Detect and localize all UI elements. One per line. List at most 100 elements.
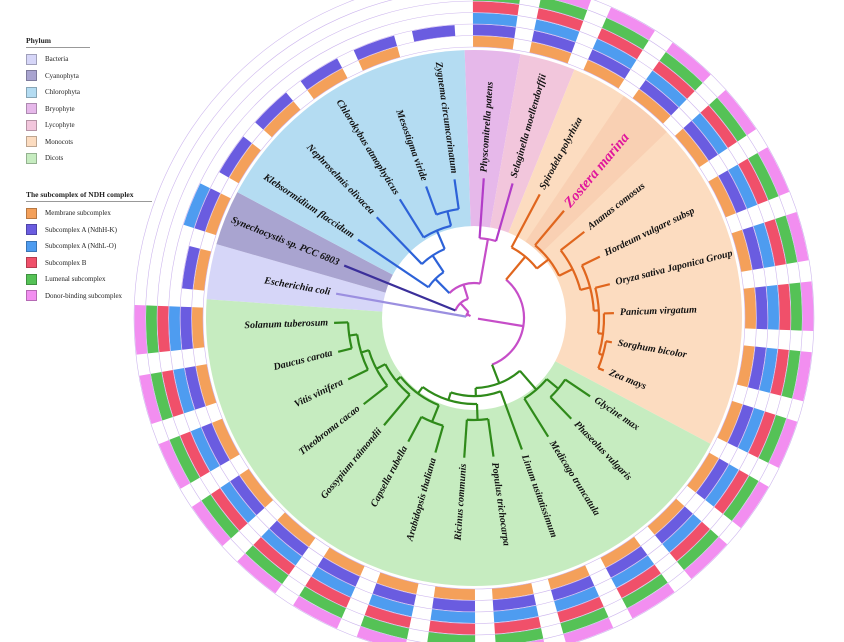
subcomplex-block [192, 307, 205, 349]
legend-item: Bacteria [26, 51, 90, 68]
subcomplex-block [229, 143, 262, 184]
subcomplex-block [196, 364, 217, 407]
subcomplex-block [684, 536, 728, 579]
subcomplex-block [255, 92, 294, 130]
legend-label: Dicots [45, 154, 64, 163]
subcomplex-block [162, 369, 184, 417]
subcomplex-block [600, 536, 641, 568]
subcomplex-block [311, 566, 356, 598]
branch-line [597, 367, 605, 372]
subcomplex-block [360, 615, 410, 640]
branch-line [425, 186, 438, 216]
legend-swatch [26, 240, 37, 252]
subcomplex-block [201, 494, 240, 539]
subcomplex-block [529, 41, 572, 64]
subcomplex-block [717, 89, 757, 136]
subcomplex-block [536, 8, 584, 32]
subcomplex-block [662, 513, 702, 553]
legend-item: Lumenal subcomplex [26, 271, 152, 288]
subcomplex-block [158, 439, 191, 489]
subcomplex-block [753, 222, 775, 268]
legend-swatch [26, 207, 37, 219]
subcomplex-block [717, 400, 743, 443]
subcomplex-block [305, 576, 351, 608]
subcomplex-block [627, 583, 675, 619]
legend-swatch [26, 290, 37, 302]
subcomplex-block [427, 631, 476, 642]
ring-guide [179, 23, 769, 613]
legend-item: Lycophyte [26, 117, 90, 134]
subcomplex-block [146, 305, 159, 354]
branch-line [417, 386, 424, 395]
subcomplex-block [261, 528, 303, 566]
subcomplex-block [732, 481, 769, 528]
branch-line [558, 268, 574, 277]
subcomplex-block [557, 596, 604, 623]
subcomplex-block [253, 537, 296, 575]
tree-branches [334, 178, 614, 458]
subcomplex-block [277, 512, 316, 547]
branch-arc [580, 264, 595, 311]
subcomplex-block [666, 42, 711, 83]
subcomplex-block [743, 287, 756, 329]
subcomplex-block [583, 59, 625, 89]
subcomplex-block [531, 30, 576, 53]
branch-line [347, 368, 369, 381]
subcomplex-block [748, 411, 776, 458]
subcomplex-block [714, 469, 749, 514]
subcomplex-block [368, 593, 414, 617]
subcomplex-block [293, 595, 342, 629]
legend-item: Membrane subcomplex [26, 205, 152, 222]
legend-item: Subcomplex A (NdhH-K) [26, 222, 152, 239]
subcomplex-block [538, 0, 588, 21]
subcomplex-block [601, 17, 649, 50]
branch-line [360, 349, 370, 354]
subcomplex-block [353, 35, 398, 61]
subcomplex-block [766, 285, 779, 330]
subcomplex-block [758, 414, 787, 463]
branch-arc [420, 415, 444, 427]
subcomplex-block [736, 345, 755, 388]
subcomplex-block [299, 586, 347, 619]
subcomplex-block [157, 305, 171, 353]
branch-line [363, 384, 388, 406]
branch-line [357, 238, 430, 289]
subcomplex-block [554, 586, 600, 612]
subcomplex-block [473, 35, 515, 50]
subcomplex-block [770, 348, 789, 396]
subcomplex-block [768, 418, 798, 468]
branch-line [431, 404, 440, 423]
subcomplex-block [775, 215, 798, 265]
branch-line [434, 425, 445, 453]
subcomplex-block [269, 520, 309, 557]
subcomplex-block [686, 452, 719, 493]
branch-arc [448, 281, 481, 294]
subcomplex-block [356, 626, 407, 642]
legend-label: Donor-binding subcomplex [45, 291, 123, 300]
branch-line [491, 364, 501, 384]
subcomplex-block [364, 604, 412, 628]
branch-line [453, 179, 460, 210]
subcomplex-block [654, 506, 693, 544]
subcomplex-block [563, 617, 614, 642]
subcomplex-block [728, 164, 758, 209]
branch-line [595, 283, 611, 289]
subcomplex-block [493, 605, 539, 623]
legend-item: Chlorophyta [26, 84, 90, 101]
subcomplex-block [376, 572, 419, 595]
branch-line [431, 254, 445, 273]
ring-guide [133, 0, 815, 642]
subcomplex-block [674, 128, 709, 168]
branch-line [477, 317, 524, 328]
subcomplex-block [676, 529, 719, 570]
branch-line [459, 302, 470, 313]
ring-guide [191, 35, 757, 601]
branch-line [375, 216, 423, 265]
legend-swatch [26, 224, 37, 236]
legend-swatch [26, 119, 37, 131]
branch-arc [399, 376, 440, 407]
legend-item: Subcomplex B [26, 255, 152, 272]
subcomplex-block [742, 226, 764, 270]
